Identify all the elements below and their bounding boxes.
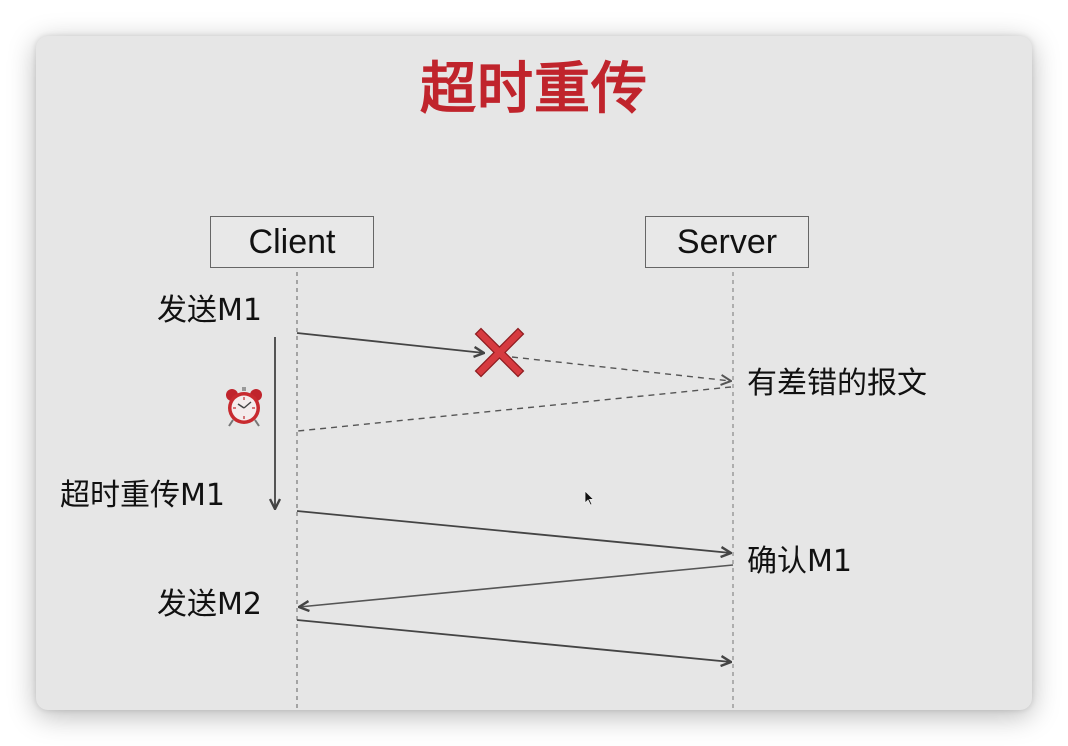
timeout-retransmit-m1-label: 超时重传M1 xyxy=(60,478,225,513)
client-actor-box: Client xyxy=(210,216,374,268)
server-actor-box: Server xyxy=(645,216,809,268)
erroneous-message-label: 有差错的报文 xyxy=(747,366,927,401)
send-m2-label: 发送M2 xyxy=(157,587,262,622)
send-m1-label: 发送M1 xyxy=(157,293,262,328)
mouse-pointer-icon xyxy=(584,490,595,506)
ack-m1-label: 确认M1 xyxy=(747,544,852,579)
slide-title: 超时重传 xyxy=(420,57,648,122)
